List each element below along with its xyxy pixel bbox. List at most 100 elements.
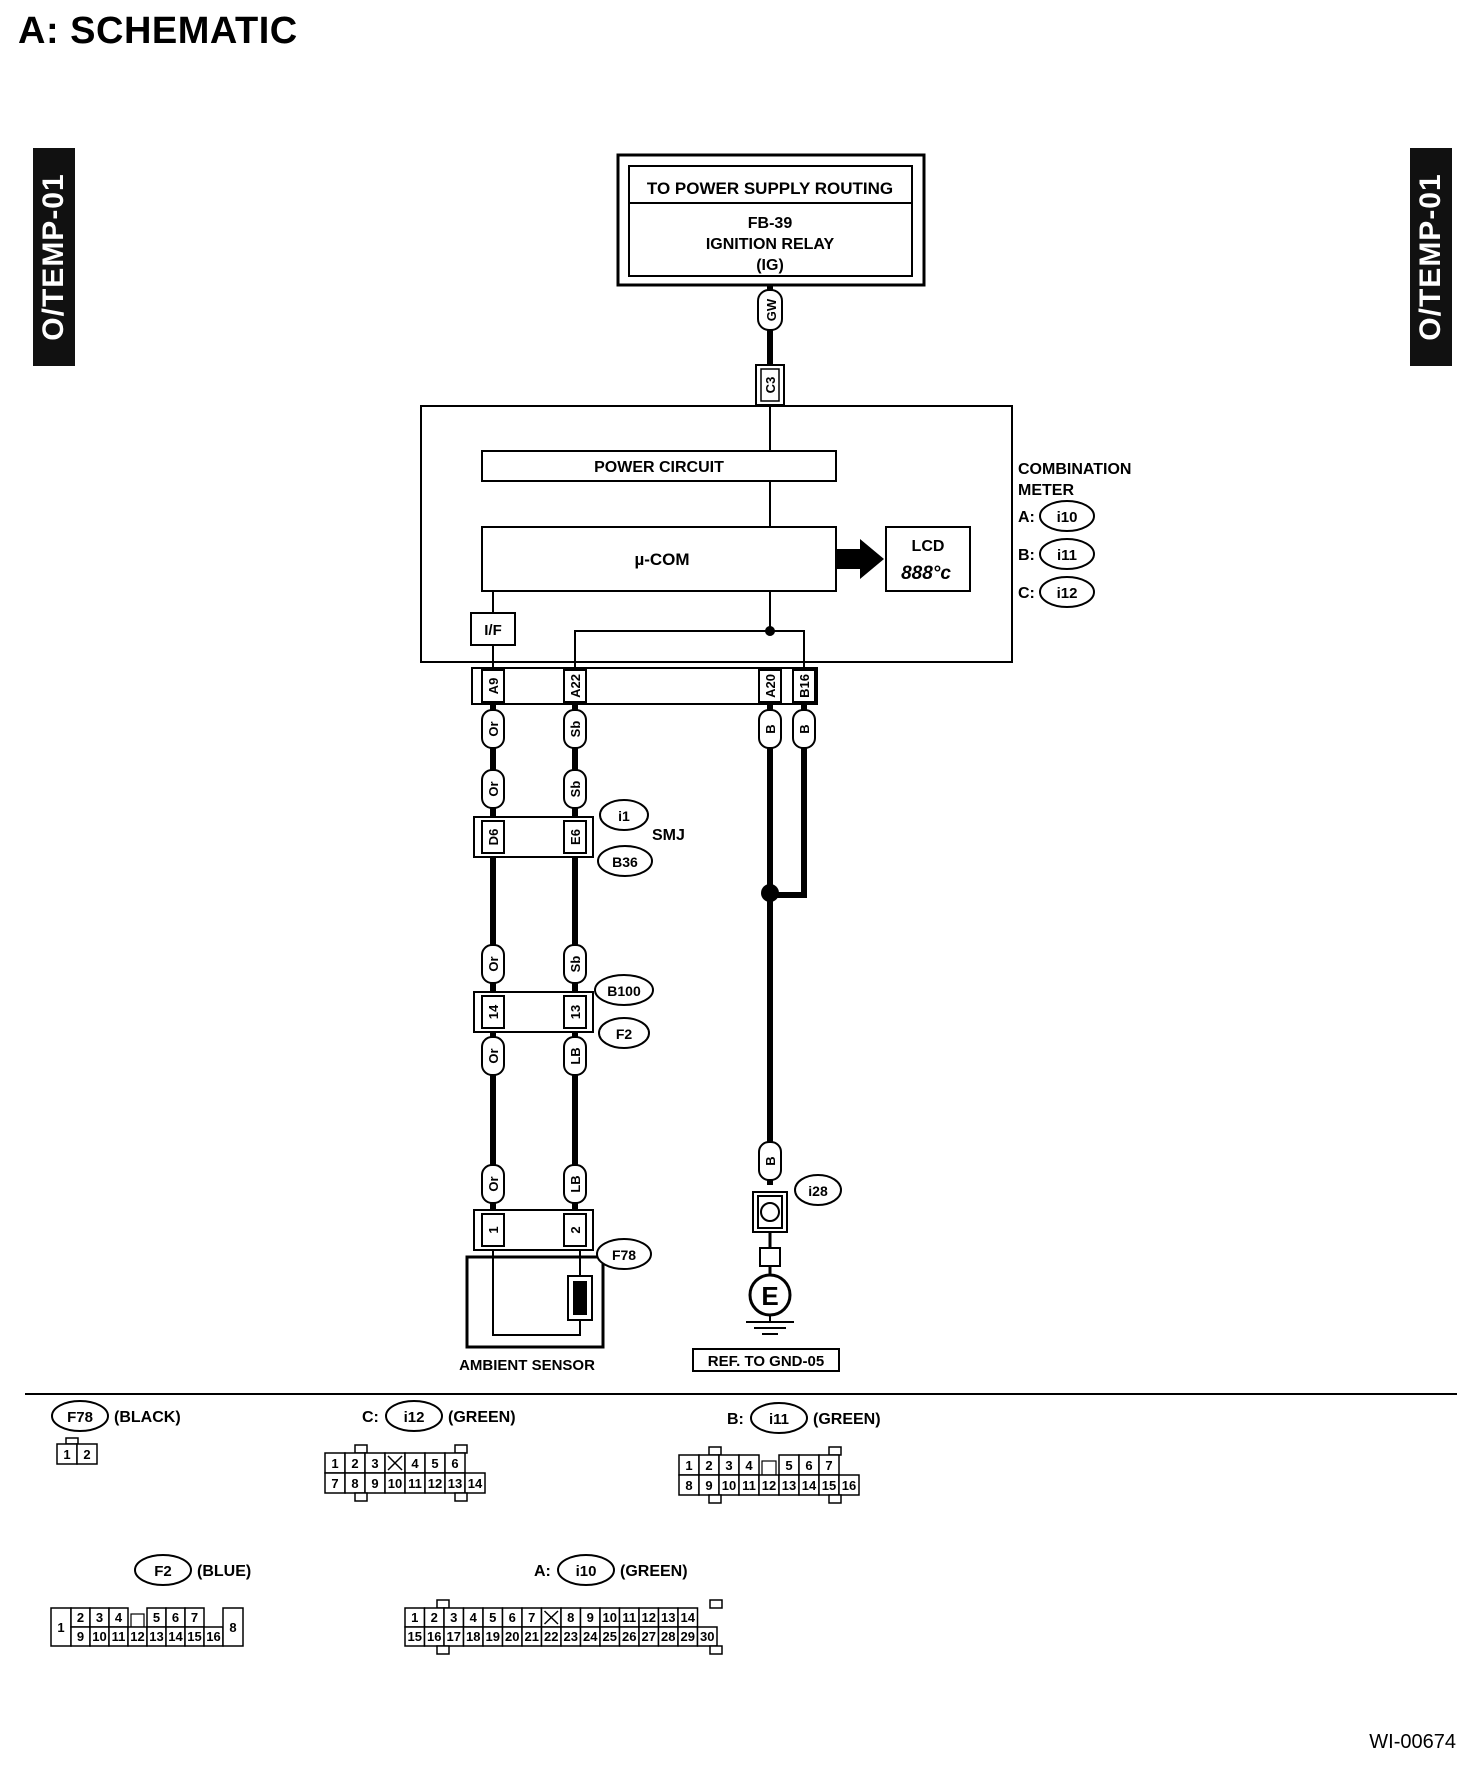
junction-smj: SMJ [652, 827, 685, 844]
power-circuit-block [481, 450, 837, 482]
blank-pin-icon [543, 1610, 559, 1625]
ground-ref-box [692, 1348, 840, 1372]
junction-i28: i28 [808, 1183, 828, 1199]
pin-number: 5 [489, 1610, 496, 1625]
blank-pin-icon [387, 1455, 403, 1471]
pin-number: 6 [805, 1458, 812, 1473]
if-label: I/F [484, 622, 502, 639]
pin-number: 26 [622, 1629, 636, 1644]
ambient-sensor-connector: 1 2 [473, 1209, 594, 1251]
pin-number: 7 [825, 1458, 832, 1473]
meter-conn-b: i11 [1057, 547, 1077, 564]
power-box-relay: IGNITION RELAY [706, 236, 835, 253]
meter-pins: A9 A22 A20 B16 [481, 669, 816, 703]
pin-number: 24 [583, 1629, 598, 1644]
pin-number: 1 [331, 1456, 338, 1471]
ground-ref: REF. TO GND-05 [708, 1353, 824, 1370]
connector-c3-label: C3 [763, 377, 778, 394]
meter-name-line2: METER [1018, 482, 1074, 499]
wire-label-sb: Sb [568, 721, 583, 738]
pin-number: 6 [451, 1456, 458, 1471]
ground-e-label: E [761, 1281, 778, 1311]
wire-label-gw: GW [764, 298, 779, 321]
pin-number: 8 [351, 1476, 358, 1491]
key-slot-icon [130, 1613, 145, 1628]
latch-icon [709, 1645, 723, 1655]
connector-prefix: C: [362, 1409, 379, 1426]
smj-connector: D6 E6 [473, 816, 594, 858]
latch-icon [708, 1446, 722, 1456]
junction-i1-oval [599, 799, 649, 831]
pin-number: 11 [622, 1610, 636, 1625]
connector-color: (GREEN) [448, 1409, 516, 1426]
pin-number: 3 [371, 1456, 378, 1471]
connector-color: (GREEN) [813, 1411, 881, 1428]
pin-number: 18 [466, 1629, 480, 1644]
latch-icon [436, 1645, 450, 1655]
pin-b16: B16 [797, 674, 812, 698]
pin-number: 1 [685, 1458, 692, 1473]
pin-number: 1 [57, 1620, 64, 1635]
pin-a20: A20 [763, 674, 778, 698]
pin-number: 9 [587, 1610, 594, 1625]
pin-number: 7 [191, 1610, 198, 1625]
pin-number: 27 [642, 1629, 656, 1644]
junction-f2-oval [598, 1017, 650, 1049]
latch-icon [354, 1492, 368, 1502]
junction-b100: B100 [607, 983, 641, 999]
b100-f2-connector: 14 13 [473, 991, 594, 1033]
pin-number: 14 [168, 1629, 183, 1644]
meter-conn-a-prefix: A: [1018, 509, 1035, 526]
junction-i28-oval [794, 1174, 842, 1206]
latch-icon [65, 1437, 79, 1445]
pin-number: 8 [567, 1610, 574, 1625]
latch-icon [828, 1446, 842, 1456]
pin-cell [838, 1474, 860, 1496]
connector-color: (BLUE) [197, 1563, 251, 1580]
pin-number: 10 [603, 1610, 617, 1625]
pin-number: 15 [822, 1478, 836, 1493]
lcd-display: 888°c [901, 563, 951, 584]
ambient-sensor-label: AMBIENT SENSOR [459, 1357, 595, 1374]
pin-d6: D6 [486, 829, 501, 846]
wire-label-or: Or [486, 721, 501, 736]
pin-number: 13 [661, 1610, 675, 1625]
pin-number: 16 [206, 1629, 220, 1644]
pin-1: 1 [486, 1226, 501, 1233]
power-box-fuse: FB-39 [748, 215, 793, 232]
wire-label-lb: LB [568, 1047, 583, 1064]
pin-number: 29 [681, 1629, 695, 1644]
key-slot-icon [761, 1460, 777, 1476]
wire-label-b: B [797, 724, 812, 733]
meter-ground-junction [765, 626, 775, 636]
connector-id: F2 [154, 1563, 172, 1580]
pin-number: 3 [450, 1610, 457, 1625]
wire-label-or: Or [486, 781, 501, 796]
latch-icon [709, 1599, 723, 1609]
data-arrow-icon [836, 539, 884, 579]
pin-number: 12 [130, 1629, 144, 1644]
pin-number: 10 [388, 1476, 402, 1491]
ground-terminal-icon [760, 1202, 780, 1222]
wire-colour-labels: Or Sb B B Or Sb Or Sb Or LB Or LB B [481, 709, 816, 1204]
pin-number: 2 [431, 1610, 438, 1625]
pin-number: 17 [447, 1629, 461, 1644]
pin-number: 16 [842, 1478, 856, 1493]
wire-label-b: B [763, 724, 778, 733]
connector-id: i10 [576, 1563, 597, 1580]
ambient-sensor [465, 1250, 605, 1349]
pin-number: 11 [112, 1629, 126, 1644]
pin-2: 2 [568, 1226, 583, 1233]
side-tab-left: O/TEMP-01 [33, 148, 75, 366]
section-title: A: SCHEMATIC [18, 10, 298, 52]
pin-number: 11 [742, 1478, 756, 1493]
pin-number: 4 [745, 1458, 753, 1473]
pin-number: 5 [785, 1458, 792, 1473]
ucom-label: µ-COM [634, 550, 689, 569]
